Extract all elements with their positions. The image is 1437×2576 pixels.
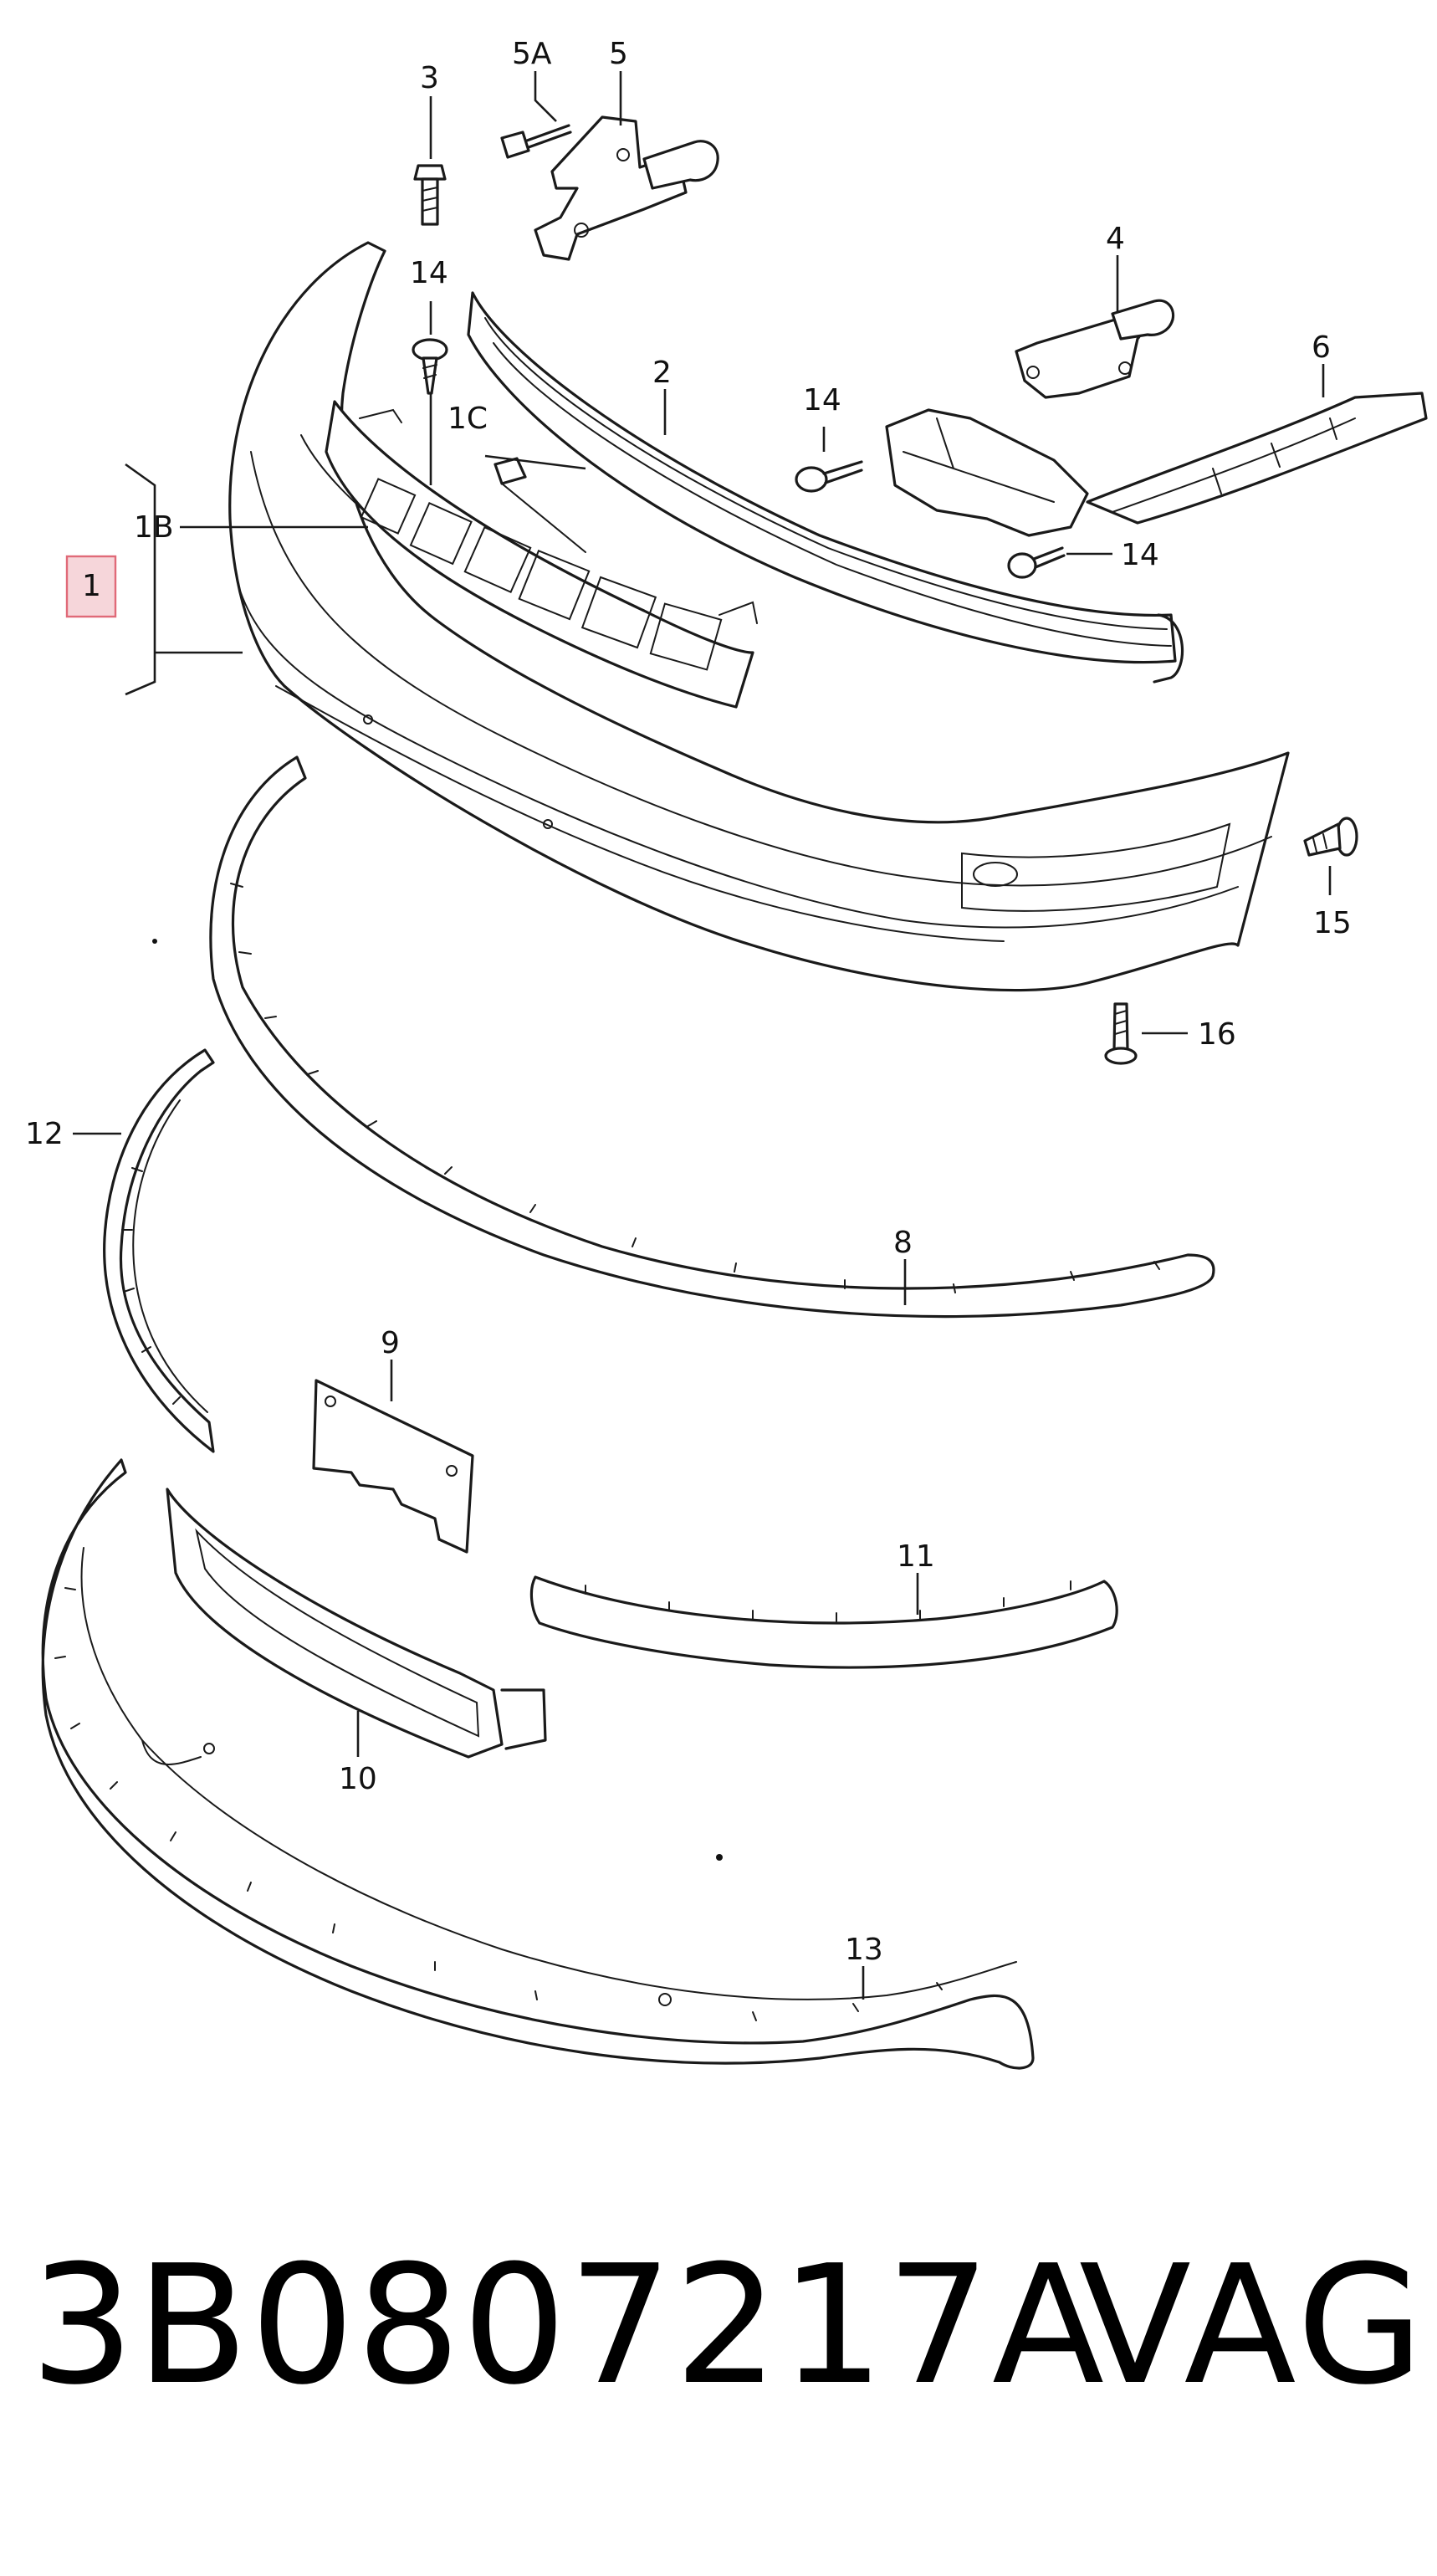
part-8-trim-strip <box>209 755 1215 1319</box>
part-14-screw-top <box>412 338 448 395</box>
part-15-screw <box>1303 817 1358 857</box>
label-10: 10 <box>339 1762 377 1796</box>
part-guide-bracket <box>885 408 1089 537</box>
label-14-right: 14 <box>1121 538 1159 572</box>
part-1C-clip <box>493 457 586 553</box>
part-5A-bolt <box>500 124 572 159</box>
part-16-bolt <box>1104 1002 1138 1065</box>
label-13: 13 <box>845 1933 883 1967</box>
label-5A: 5A <box>512 37 552 71</box>
label-8: 8 <box>893 1226 913 1260</box>
label-14-top: 14 <box>410 256 448 290</box>
stray-dot <box>716 1854 723 1861</box>
part-6-side-guide <box>1086 392 1428 525</box>
part-4-bracket <box>1015 299 1175 399</box>
label-2: 2 <box>652 356 672 390</box>
part-1B-grille <box>325 400 758 709</box>
label-12: 12 <box>25 1117 64 1151</box>
part-11-right-strip <box>529 1575 1118 1669</box>
part-14-screw-left <box>795 460 863 493</box>
parts-diagram: 1 1B 1C 2 3 4 5 5A 6 8 9 10 11 12 13 14 … <box>25 37 1428 2070</box>
part-number: 3B0807217A <box>30 2230 1107 2421</box>
callout-labels: 1 1B 1C 2 3 4 5 5A 6 8 9 10 11 12 13 14 … <box>25 37 1352 1967</box>
leader-lines <box>73 71 1332 2000</box>
part-10-lower-grille <box>166 1488 547 1759</box>
part-1-bumper-cover <box>228 241 1290 992</box>
brand-name: VAG <box>1079 2230 1428 2421</box>
part-2-carrier <box>467 291 1184 684</box>
label-1: 1 <box>82 569 101 603</box>
label-11: 11 <box>897 1539 935 1574</box>
label-5: 5 <box>609 37 628 71</box>
label-4: 4 <box>1106 222 1125 256</box>
label-3: 3 <box>420 61 439 95</box>
label-15: 15 <box>1313 906 1352 940</box>
part-5-bracket <box>534 115 719 261</box>
part-13-spoiler <box>41 1458 1035 2070</box>
label-1B: 1B <box>134 510 174 545</box>
label-1C: 1C <box>447 402 488 436</box>
part-12-left-strip <box>103 1048 215 1453</box>
label-6: 6 <box>1312 330 1331 365</box>
label-14-left: 14 <box>803 383 841 417</box>
label-9: 9 <box>381 1326 400 1360</box>
caption-bar: 3B0807217A VAG <box>0 2217 1437 2435</box>
part-3-bolt <box>413 164 447 226</box>
stray-dot <box>152 939 157 944</box>
part-9-plate <box>312 1379 474 1554</box>
label-16: 16 <box>1198 1017 1236 1052</box>
part-14-screw-right <box>1007 546 1066 579</box>
item-1-highlight <box>65 555 117 618</box>
